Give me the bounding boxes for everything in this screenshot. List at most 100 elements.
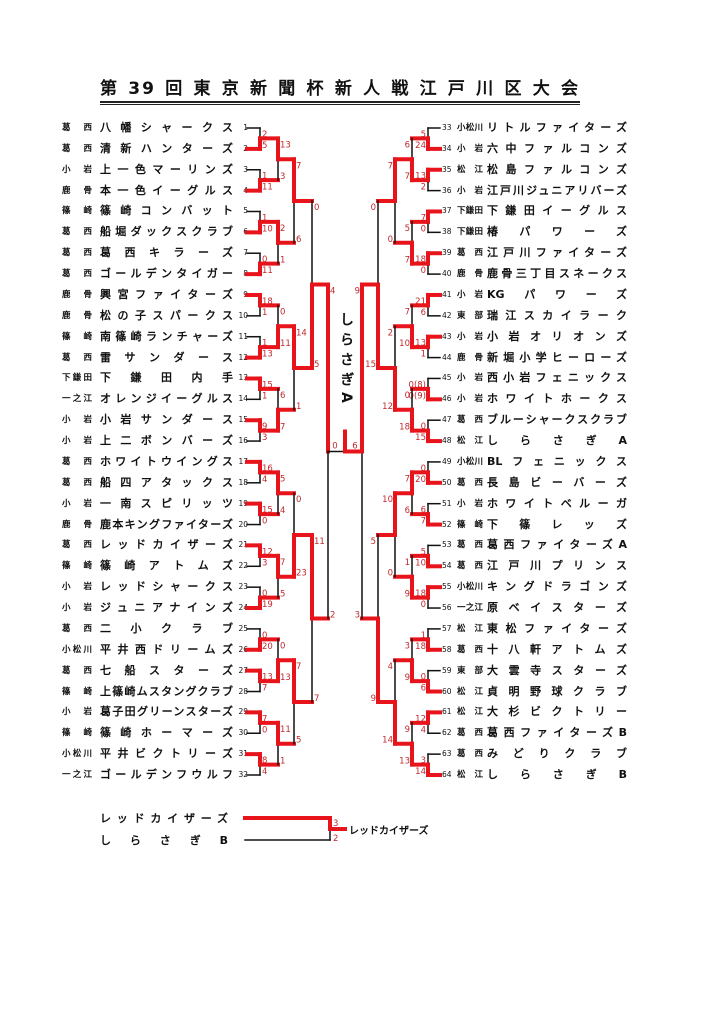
team-name: 葛子田グリーンスターズ bbox=[100, 705, 233, 719]
team-seed-number: 43 bbox=[442, 331, 452, 341]
match-score: 11 bbox=[314, 537, 325, 547]
team-name: ホワイトウイングス bbox=[100, 454, 233, 468]
match-score: 12 bbox=[262, 547, 273, 557]
team-name: 大雲寺スターズ bbox=[487, 663, 627, 677]
team-area: 小岩 bbox=[62, 582, 92, 593]
match-score: 5 bbox=[262, 141, 267, 151]
team-area: 小松川 bbox=[457, 456, 483, 467]
team-seed-number: 44 bbox=[442, 352, 452, 362]
team-area: 東部 bbox=[457, 665, 483, 676]
team-seed-number: 54 bbox=[442, 561, 452, 571]
match-score: 1 bbox=[296, 402, 301, 412]
team-name: 西小岩フェニックス bbox=[487, 371, 627, 385]
team-name: 平井ビクトリーズ bbox=[100, 747, 233, 761]
team-name: 清新ハンターズ bbox=[100, 141, 233, 155]
match-score: 0 bbox=[262, 725, 267, 735]
match-score: 0(8) bbox=[409, 380, 426, 390]
team-seed-number: 23 bbox=[238, 582, 248, 592]
team-area: 下鎌田 bbox=[457, 227, 483, 238]
team-name: 上一色マーリンズ bbox=[100, 162, 233, 176]
team-seed-number: 37 bbox=[442, 206, 452, 216]
team-area: 葛西 bbox=[62, 665, 92, 676]
team-seed-number: 18 bbox=[238, 477, 248, 487]
team-seed-number: 61 bbox=[442, 707, 452, 717]
team-seed-number: 22 bbox=[238, 561, 248, 571]
team-area: 小岩 bbox=[457, 185, 483, 196]
team-name: レッドシャークス bbox=[100, 580, 233, 594]
team-seed-number: 13 bbox=[238, 373, 248, 383]
team-name: 東松ファイターズ bbox=[487, 621, 627, 635]
team-area: 葛西 bbox=[62, 352, 92, 363]
match-score: 13 bbox=[280, 673, 291, 683]
match-score: 7 bbox=[405, 307, 410, 317]
match-score: 5 bbox=[421, 547, 426, 557]
team-name: 一南スピリッツ bbox=[100, 496, 233, 510]
team-area: 小岩 bbox=[62, 436, 92, 447]
team-seed-number: 57 bbox=[442, 623, 452, 633]
match-score: 0 bbox=[280, 641, 285, 651]
team-name: リトルファイターズ bbox=[487, 121, 627, 134]
team-name: 篠崎ホーマーズ bbox=[100, 726, 233, 740]
team-name: 雷サンダース bbox=[100, 350, 233, 364]
team-name: しらさぎA bbox=[487, 434, 627, 448]
extra-match-winner: レッドカイザーズ bbox=[349, 826, 429, 837]
team-area: 一之江 bbox=[457, 603, 483, 614]
match-score: 13 bbox=[415, 339, 426, 349]
team-name: 船堀ダックスクラブ bbox=[100, 225, 233, 239]
team-area: 松江 bbox=[457, 707, 483, 718]
match-score: 4 bbox=[262, 475, 267, 485]
team-seed-number: 11 bbox=[238, 331, 248, 341]
team-area: 鹿骨 bbox=[62, 310, 92, 321]
team-name: 上篠崎ムスタングクラブ bbox=[100, 684, 233, 698]
team-area: 葛西 bbox=[62, 123, 92, 133]
team-name: ジュニアナインズ bbox=[100, 601, 233, 615]
match-score: 4 bbox=[280, 506, 285, 516]
match-score: 0(9) bbox=[409, 391, 426, 401]
team-name: オレンジイーグルス bbox=[100, 392, 233, 406]
team-seed-number: 48 bbox=[442, 436, 452, 446]
match-score: 5 bbox=[280, 590, 285, 600]
team-name: 葛西ファイターズA bbox=[487, 538, 627, 552]
match-score: 0 bbox=[421, 266, 426, 276]
team-area: 篠崎 bbox=[62, 331, 92, 342]
team-name: 葛西キラーズ bbox=[100, 246, 233, 260]
team-area: 小松川 bbox=[457, 123, 483, 133]
team-area: 鹿骨 bbox=[457, 352, 483, 363]
match-score: 24 bbox=[415, 141, 426, 151]
team-seed-number: 39 bbox=[442, 248, 452, 258]
match-score: 18 bbox=[399, 423, 410, 433]
team-area: 一之江 bbox=[62, 394, 92, 405]
match-score: 3 bbox=[333, 819, 338, 829]
match-score: 5 bbox=[421, 130, 426, 140]
team-name: 鹿本キングファイターズ bbox=[100, 517, 233, 531]
match-score: 11 bbox=[280, 339, 291, 349]
team-name: 下篠レッズ bbox=[487, 517, 627, 531]
match-score: 7 bbox=[421, 213, 426, 223]
match-score: 18 bbox=[415, 255, 426, 265]
team-seed-number: 60 bbox=[442, 686, 452, 696]
team-area: 葛西 bbox=[62, 456, 92, 467]
team-seed-number: 53 bbox=[442, 540, 452, 550]
team-seed-number: 21 bbox=[238, 540, 248, 550]
team-seed-number: 62 bbox=[442, 728, 452, 738]
team-area: 葛西 bbox=[62, 143, 92, 154]
team-seed-number: 51 bbox=[442, 498, 452, 508]
team-name: しらさぎB bbox=[487, 768, 627, 781]
team-area: 小松川 bbox=[457, 582, 483, 593]
team-area: 葛西 bbox=[62, 269, 92, 280]
team-seed-number: 10 bbox=[238, 310, 248, 320]
match-score: 1 bbox=[262, 213, 267, 223]
